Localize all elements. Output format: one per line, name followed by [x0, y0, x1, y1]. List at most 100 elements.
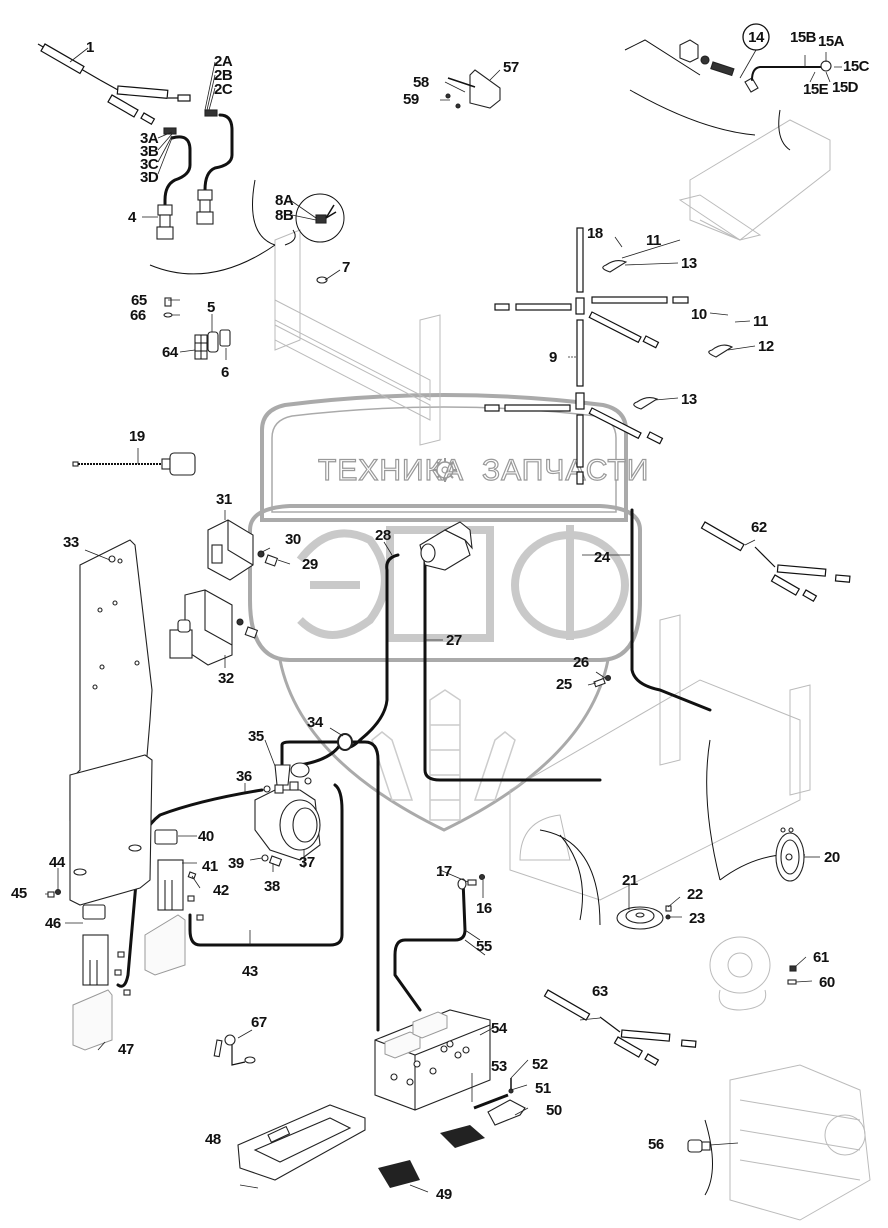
label-59: 59 — [403, 91, 419, 108]
label-58: 58 — [413, 74, 429, 91]
label-44: 44 — [49, 854, 66, 871]
relay-31 — [207, 519, 279, 581]
clamp-50-53 — [473, 1078, 526, 1126]
part-labels: 1 2A 2B 2C 3A 3B 3C 3D 4 5 6 7 8A 8B 9 1… — [11, 29, 870, 1203]
label-23: 23 — [689, 910, 705, 927]
label-25: 25 — [556, 676, 572, 693]
gear-icon — [433, 458, 457, 482]
label-15C: 15C — [843, 58, 870, 75]
fittings-60-61 — [787, 965, 797, 985]
switch-8 — [315, 204, 337, 224]
label-26: 26 — [573, 654, 589, 671]
label-39: 39 — [228, 855, 244, 872]
label-35: 35 — [248, 728, 264, 745]
sensor-cable-2 — [203, 113, 234, 192]
compressor-37 — [254, 777, 321, 867]
label-20: 20 — [824, 849, 840, 866]
harness-62 — [700, 521, 851, 603]
label-3D: 3D — [140, 169, 159, 186]
label-15E: 15E — [803, 81, 829, 98]
label-8B: 8B — [275, 207, 294, 224]
label-30: 30 — [285, 531, 301, 548]
label-61: 61 — [813, 949, 829, 966]
label-27: 27 — [446, 632, 462, 649]
label-32: 32 — [218, 670, 234, 687]
label-21: 21 — [622, 872, 638, 889]
sensor-15 — [679, 39, 832, 93]
label-5: 5 — [207, 299, 215, 316]
label-34: 34 — [307, 714, 324, 731]
ghost-engine — [729, 1064, 871, 1221]
leader-lines — [45, 47, 842, 1193]
label-38: 38 — [264, 878, 280, 895]
label-17: 17 — [436, 863, 452, 880]
label-29: 29 — [302, 556, 318, 573]
label-6: 6 — [221, 364, 229, 381]
fuse-holder-41 — [144, 829, 204, 976]
label-14: 14 — [748, 29, 765, 46]
label-28: 28 — [375, 527, 391, 544]
label-7: 7 — [342, 259, 350, 276]
bolt-16-17 — [457, 873, 486, 890]
label-3C: 3C — [140, 156, 159, 173]
screw-44-45 — [47, 888, 62, 898]
label-33: 33 — [63, 534, 79, 551]
relay-32 — [169, 589, 259, 666]
label-43: 43 — [242, 963, 258, 980]
mounting-plate-33 — [69, 539, 153, 906]
connector-35 — [274, 762, 310, 786]
horn-21 — [616, 905, 672, 930]
label-41: 41 — [202, 858, 218, 875]
watermark-text-left: ТЕХНИКА — [318, 454, 464, 487]
label-22: 22 — [687, 886, 703, 903]
ghost-chassis — [509, 614, 811, 901]
label-67: 67 — [251, 1014, 267, 1031]
label-12: 12 — [758, 338, 774, 355]
clip-7 — [316, 276, 328, 284]
label-50: 50 — [546, 1102, 562, 1119]
cable-35 — [280, 740, 380, 1032]
ghost-loader-bucket — [678, 119, 831, 241]
label-40: 40 — [198, 828, 214, 845]
label-15B: 15B — [790, 29, 817, 46]
label-15A: 15A — [818, 33, 845, 50]
label-53: 53 — [491, 1058, 507, 1075]
label-42: 42 — [213, 882, 229, 899]
label-13a: 13 — [681, 255, 697, 272]
label-11a: 11 — [646, 232, 661, 249]
fuse-holder-46 — [72, 904, 131, 1051]
label-15D: 15D — [832, 79, 859, 96]
cable-43 — [188, 783, 344, 947]
label-37: 37 — [299, 854, 315, 871]
label-11b: 11 — [753, 313, 768, 330]
sensor-cable-3 — [163, 135, 192, 207]
label-60: 60 — [819, 974, 835, 991]
sensor-19 — [72, 452, 196, 476]
label-62: 62 — [751, 519, 767, 536]
label-2B: 2B — [214, 67, 233, 84]
label-3A: 3A — [140, 130, 159, 147]
label-24: 24 — [594, 549, 611, 566]
label-4: 4 — [128, 209, 137, 226]
sensor-56 — [687, 1139, 711, 1153]
harness-9 — [484, 227, 689, 485]
pads-49 — [378, 1125, 485, 1188]
label-45: 45 — [11, 885, 27, 902]
label-46: 46 — [45, 915, 61, 932]
label-51: 51 — [535, 1080, 551, 1097]
label-31: 31 — [216, 491, 232, 508]
label-57: 57 — [503, 59, 519, 76]
bracket-57 — [445, 69, 501, 109]
label-2C: 2C — [214, 81, 233, 98]
label-10: 10 — [691, 306, 707, 323]
label-63: 63 — [592, 983, 608, 1000]
label-56: 56 — [648, 1136, 664, 1153]
cable-27 — [423, 558, 602, 782]
label-8A: 8A — [275, 192, 294, 209]
label-36: 36 — [236, 768, 252, 785]
ghost-alternator — [709, 936, 771, 1011]
label-2A: 2A — [214, 53, 233, 70]
bolt-25-26 — [593, 674, 612, 688]
cable-55 — [393, 878, 467, 1012]
